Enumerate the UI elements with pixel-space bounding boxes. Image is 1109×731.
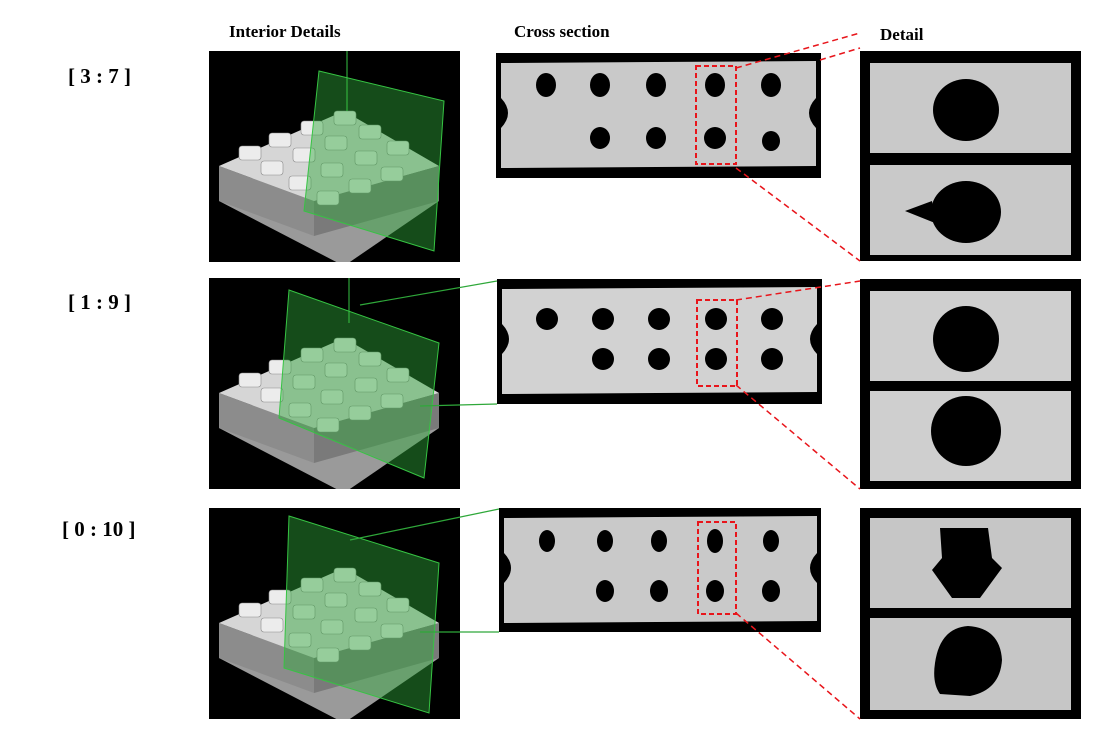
cross-section-row-3 (499, 508, 821, 632)
render-3d-row-1 (209, 51, 460, 262)
ratio-label-row-3: [ 0 : 10 ] (62, 517, 136, 541)
ratio-label-row-1: [ 3 : 7 ] (68, 64, 131, 88)
render-3d-row-3 (209, 508, 460, 719)
detail-panel-row-2 (860, 279, 1081, 489)
header-interior-details: Interior Details (229, 22, 341, 41)
cross-section-row-1 (496, 53, 821, 178)
detail-panel-row-3 (860, 508, 1081, 719)
render-3d-row-2 (209, 278, 460, 489)
ratio-label-row-2: [ 1 : 9 ] (68, 290, 131, 314)
cross-section-row-2 (497, 279, 822, 404)
detail-panel-row-1 (860, 51, 1081, 261)
header-cross-section: Cross section (514, 22, 610, 41)
header-detail: Detail (880, 25, 924, 44)
